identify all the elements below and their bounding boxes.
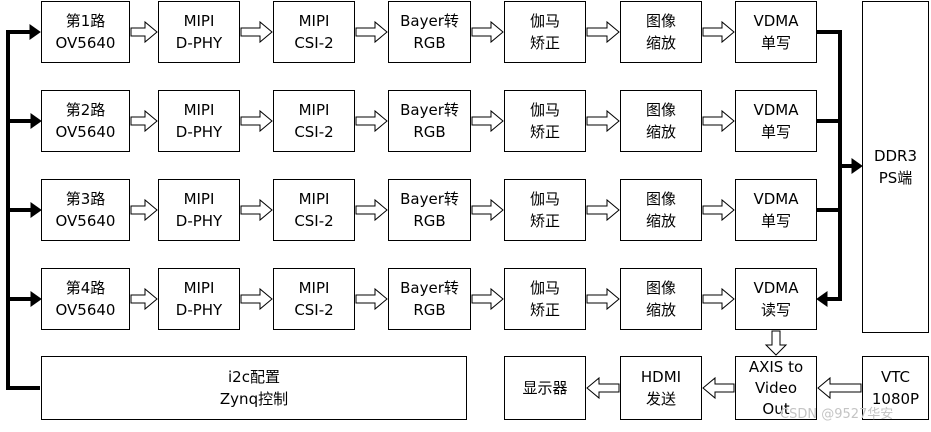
flow-arrow-row2-4 [471, 109, 504, 133]
camera-4-box: 第4路 OV5640 [41, 268, 130, 330]
flow-arrow-row3-4 [471, 198, 504, 222]
mipi-dphy-3-box: MIPI D-PHY [158, 179, 240, 241]
ddr-bus-line [817, 30, 842, 301]
i2c-bus-arrowhead-4 [30, 291, 42, 307]
flow-arrow-row4-4 [471, 287, 504, 311]
flow-arrow-row4-5 [586, 287, 620, 311]
ddr-bus-arrowhead [851, 158, 863, 174]
flow-arrow-row3-3 [355, 198, 388, 222]
gamma-correct-4-box: 伽马 矫正 [504, 268, 586, 330]
mipi-csi2-2-box: MIPI CSI-2 [273, 90, 355, 152]
flow-arrow-row4-6 [702, 287, 735, 311]
flow-arrow-row1-6 [702, 20, 735, 44]
image-scale-2-box: 图像 缩放 [620, 90, 702, 152]
flow-arrow-row3-6 [702, 198, 735, 222]
bayer-rgb-4-box: Bayer转 RGB [388, 268, 471, 330]
axis-to-hdmi-arrow [702, 376, 735, 400]
image-scale-4-box: 图像 缩放 [620, 268, 702, 330]
vdma-1-box: VDMA 单写 [735, 1, 817, 63]
flow-arrow-row3-2 [240, 198, 273, 222]
bayer-rgb-1-box: Bayer转 RGB [388, 1, 471, 63]
axis-to-video-box: AXIS to Video Out [735, 356, 817, 420]
flow-arrow-row4-2 [240, 287, 273, 311]
hdmi-tx-box: HDMI 发送 [620, 356, 702, 420]
vdma-to-axis-arrow [764, 330, 788, 356]
flow-arrow-row2-5 [586, 109, 620, 133]
hdmi-to-display-arrow [586, 376, 620, 400]
i2c-config-box: i2c配置 Zynq控制 [41, 356, 467, 420]
mipi-csi2-1-box: MIPI CSI-2 [273, 1, 355, 63]
watermark-text: CSDN @9527华安 [780, 407, 894, 422]
flow-arrow-row1-1 [130, 20, 158, 44]
display-box: 显示器 [504, 356, 586, 420]
flow-arrow-row1-2 [240, 20, 273, 44]
bayer-rgb-2-box: Bayer转 RGB [388, 90, 471, 152]
flow-arrow-row2-3 [355, 109, 388, 133]
mipi-dphy-1-box: MIPI D-PHY [158, 1, 240, 63]
camera-3-box: 第3路 OV5640 [41, 179, 130, 241]
mipi-csi2-4-box: MIPI CSI-2 [273, 268, 355, 330]
flow-arrow-row2-6 [702, 109, 735, 133]
vdma-3-box: VDMA 单写 [735, 179, 817, 241]
flow-arrow-row4-3 [355, 287, 388, 311]
vdma-2-box: VDMA 单写 [735, 90, 817, 152]
flow-arrow-row4-1 [130, 287, 158, 311]
i2c-bus-arrowhead-1 [29, 24, 41, 40]
flow-arrow-row2-2 [240, 109, 273, 133]
vtc-to-axis-arrow [817, 376, 862, 400]
ddr3-ps-box: DDR3 PS端 [862, 1, 929, 333]
mipi-csi2-3-box: MIPI CSI-2 [273, 179, 355, 241]
mipi-dphy-2-box: MIPI D-PHY [158, 90, 240, 152]
i2c-bus-arrowhead-3 [30, 202, 42, 218]
gamma-correct-1-box: 伽马 矫正 [504, 1, 586, 63]
flow-arrow-row3-1 [130, 198, 158, 222]
flow-arrow-row1-3 [355, 20, 388, 44]
vdma-read-arrowhead [816, 291, 828, 307]
camera-2-box: 第2路 OV5640 [41, 90, 130, 152]
flow-arrow-row3-5 [586, 198, 620, 222]
vdma-4-box: VDMA 读写 [735, 268, 817, 330]
flow-arrow-row2-1 [130, 109, 158, 133]
mipi-dphy-4-box: MIPI D-PHY [158, 268, 240, 330]
i2c-bus-arrowhead-2 [30, 113, 42, 129]
image-scale-1-box: 图像 缩放 [620, 1, 702, 63]
camera-1-box: 第1路 OV5640 [41, 1, 130, 63]
gamma-correct-3-box: 伽马 矫正 [504, 179, 586, 241]
bayer-rgb-3-box: Bayer转 RGB [388, 179, 471, 241]
flow-arrow-row1-4 [471, 20, 504, 44]
flow-arrow-row1-5 [586, 20, 620, 44]
gamma-correct-2-box: 伽马 矫正 [504, 90, 586, 152]
image-scale-3-box: 图像 缩放 [620, 179, 702, 241]
vtc-1080p-box: VTC 1080P [862, 356, 929, 420]
